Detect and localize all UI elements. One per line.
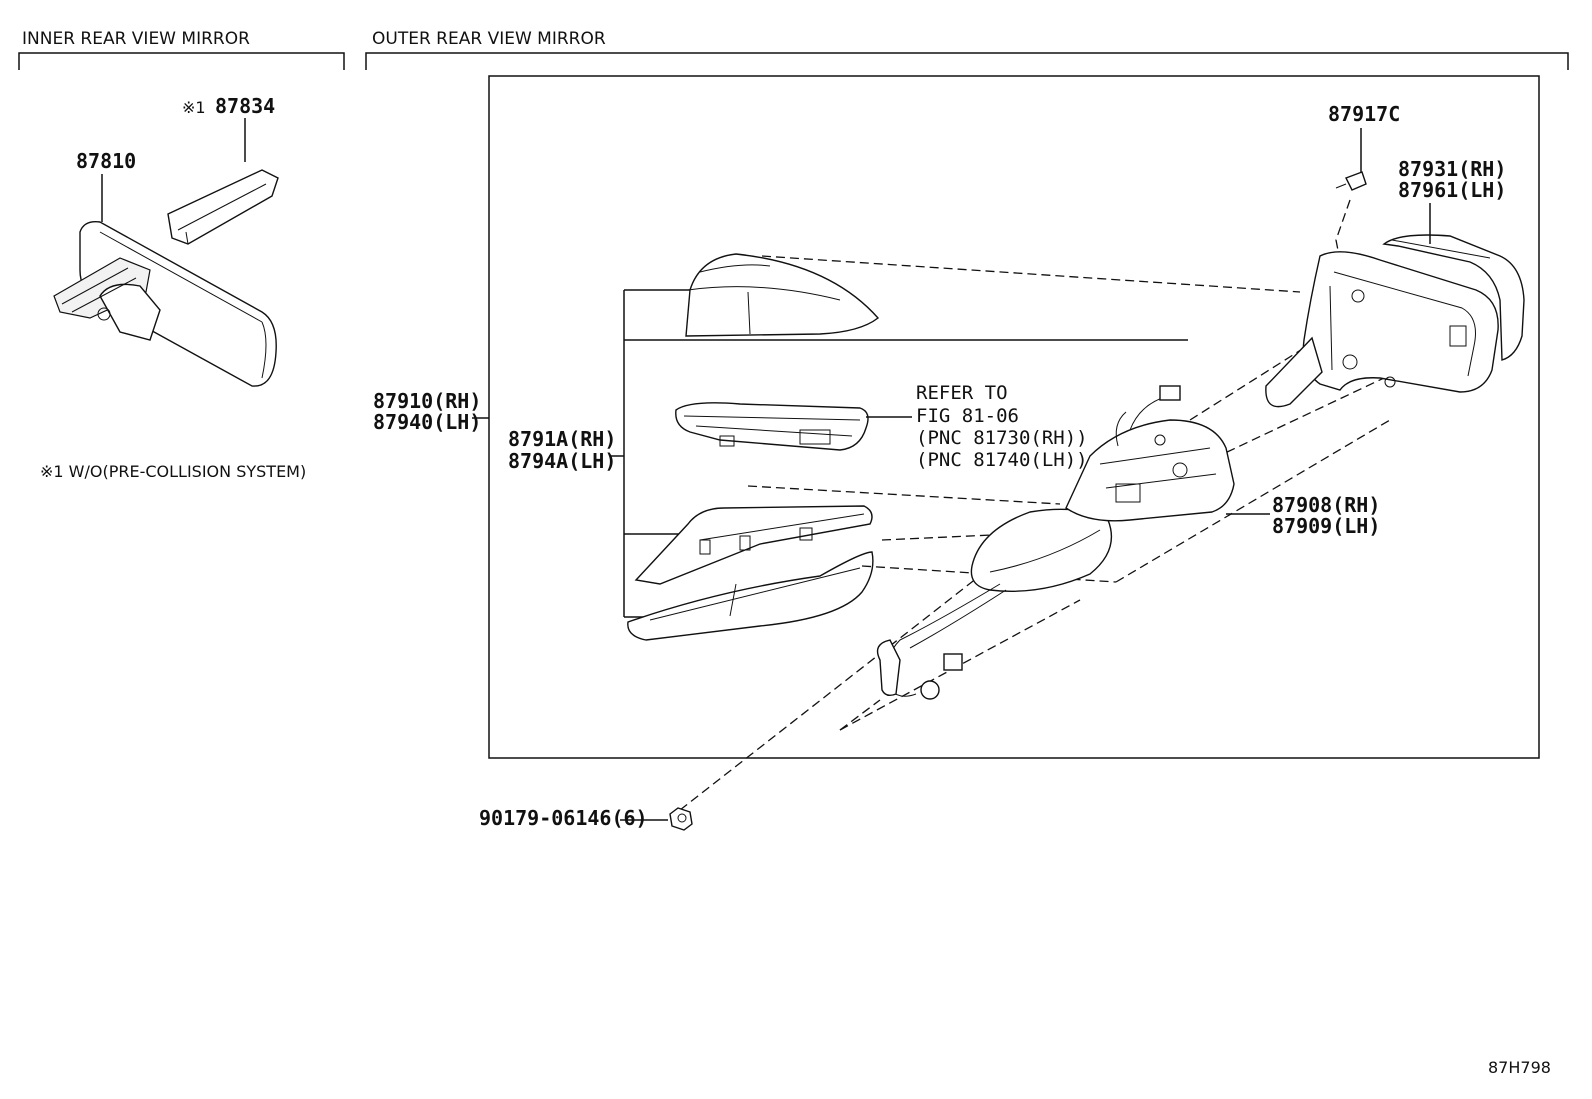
part-label-87908: 87908(RH) [1272,493,1380,517]
part-label-87961: 87961(LH) [1398,178,1506,202]
outer-section-title: OUTER REAR VIEW MIRROR [372,29,606,49]
part-label-87909: 87909(LH) [1272,514,1380,538]
inner-rear-view-mirror [53,221,277,387]
dash-harness [839,599,1081,731]
mirror-wire-harness [876,583,1007,700]
mirror-inner-garnish [634,505,873,585]
refer-line-4: (PNC 81740(LH)) [916,449,1088,471]
part-label-90179: 90179-06146(6) [479,806,648,830]
nut-90179 [669,807,693,831]
outer-mirror-cover [685,253,880,337]
turn-signal-lamp [675,402,869,451]
inner-section-title: INNER REAR VIEW MIRROR [22,29,250,49]
outer-mirror-assembly-box [488,75,1540,759]
dash-lower-cover-3 [1115,419,1391,583]
dash-nut [679,559,1001,811]
part-label-8791a: 8791A(RH) [508,427,616,451]
part-label-87910: 87910(RH) [373,389,481,413]
mirror-lower-cover [627,551,874,641]
mirror-stay-cover [167,169,279,245]
screw-87917c [1335,171,1367,191]
inner-section-bracket [18,52,345,70]
mirror-housing [1265,251,1499,408]
mirror-base-and-actuator [970,385,1235,592]
refer-line-2: FIG 81-06 [916,405,1019,427]
dash-motor-to-housing [1099,377,1385,513]
mirror-outer-cap [1382,234,1525,361]
dash-cover-to-housing [761,255,1301,293]
part-label-87810: 87810 [76,149,136,173]
part-label-87940: 87940(LH) [373,410,481,434]
part-87834-prefix: ※1 [182,98,206,117]
dash-harness-2 [839,699,881,731]
part-label-87834: 87834 [215,94,275,118]
refer-line-1: REFER TO [916,382,1008,404]
outer-section-bracket [365,52,1569,70]
part-label-87931: 87931(RH) [1398,157,1506,181]
refer-line-3: (PNC 81730(RH)) [916,427,1088,449]
dash-garnish-1 [747,485,1061,505]
inner-footnote: ※1 W/O(PRE-COLLISION SYSTEM) [40,462,306,481]
diagram-id: 87H798 [1488,1058,1551,1077]
part-label-87917c: 87917C [1328,102,1400,126]
part-label-8794a: 8794A(LH) [508,449,616,473]
